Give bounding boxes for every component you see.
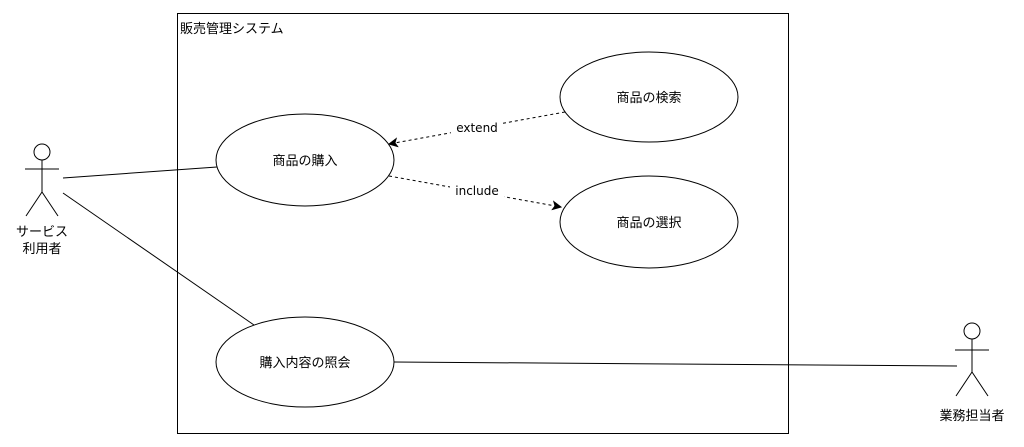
association-staff-inquiry	[393, 361, 958, 367]
usecase-search-ellipse	[559, 51, 739, 143]
usecase-select-ellipse	[559, 175, 739, 269]
include-dependency-line	[388, 175, 561, 207]
extend-label-bg	[451, 119, 503, 135]
actor-service-user-label-line2: 利用者	[22, 242, 61, 257]
actor-staff: 業務担当者	[939, 322, 1005, 424]
usecase-search-label: 商品の検索	[616, 91, 681, 106]
actor-service-user-left-leg	[25, 191, 43, 217]
usecase-select-label: 商品の選択	[616, 216, 681, 231]
usecase-select: 商品の選択	[559, 175, 739, 269]
association-user-inquiry	[62, 192, 255, 326]
extend-label: extend	[456, 121, 498, 135]
usecase-inquiry-ellipse	[215, 316, 395, 408]
include-label: include	[455, 184, 498, 198]
usecase-inquiry-label: 購入内容の照会	[259, 355, 350, 371]
actor-staff-right-leg	[971, 371, 989, 397]
actor-service-user-head	[33, 143, 51, 161]
actor-service-user-right-leg	[41, 191, 59, 217]
usecase-purchase-label: 商品の購入	[272, 154, 337, 169]
usecase-purchase-ellipse	[215, 113, 395, 207]
association-user-purchase	[62, 166, 218, 179]
actor-staff-label: 業務担当者	[939, 408, 1004, 424]
actor-service-user-label-line1: サービス	[16, 225, 68, 240]
actor-staff-head	[963, 322, 981, 340]
system-title: 販売管理システム	[180, 21, 284, 37]
actor-staff-left-leg	[955, 371, 973, 397]
include-label-bg	[450, 183, 504, 199]
usecase-search: 商品の検索	[559, 51, 739, 143]
actor-service-user: サービス 利用者	[16, 143, 68, 257]
usecase-purchase: 商品の購入	[215, 113, 395, 207]
usecase-inquiry: 購入内容の照会	[215, 316, 395, 408]
